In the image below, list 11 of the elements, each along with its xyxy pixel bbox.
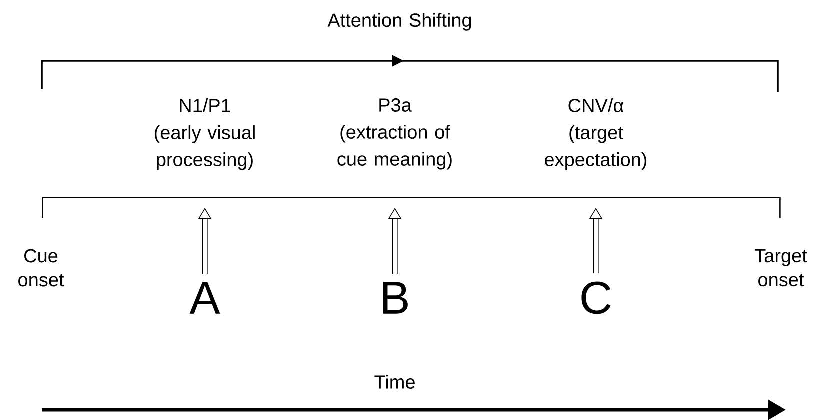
time-bracket — [42, 197, 781, 218]
component-label: N1/P1 (early visual processing) — [154, 98, 255, 170]
phase-letter: B — [383, 282, 408, 314]
component-label: P3a (extraction of cue meaning) — [338, 98, 452, 170]
phase-letter: A — [190, 282, 220, 314]
label: Cue onset — [18, 249, 64, 287]
label: Attention Shifting — [328, 13, 472, 31]
label: Time — [374, 375, 415, 389]
label: Target onset — [755, 249, 808, 287]
phase-letter: C — [582, 282, 611, 314]
component-label: CNV/α (target expectation) — [545, 98, 647, 170]
